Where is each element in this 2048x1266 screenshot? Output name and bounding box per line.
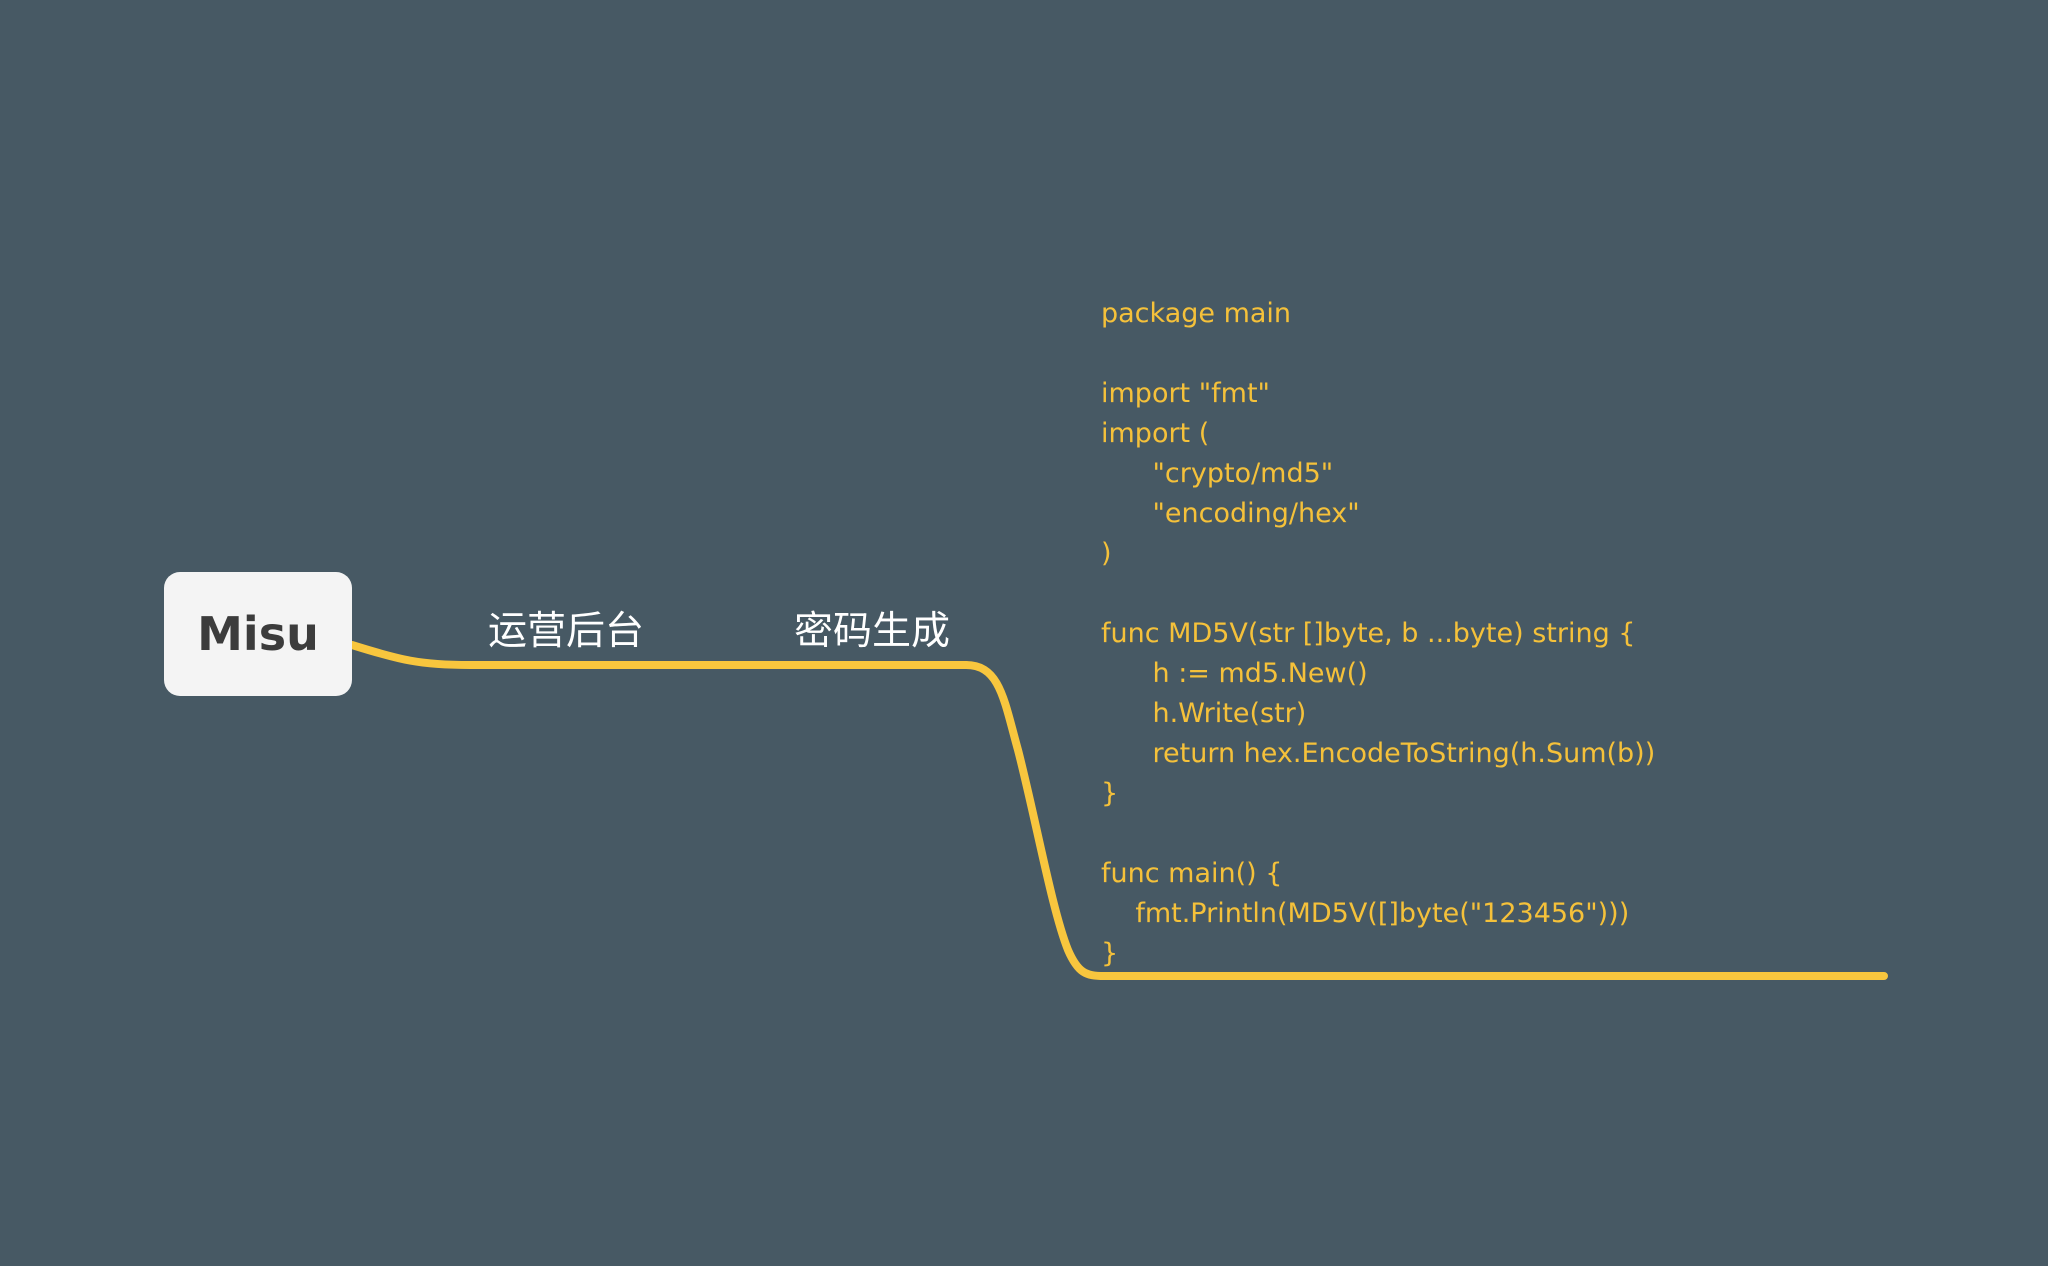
root-node-label: Misu bbox=[197, 607, 319, 661]
code-line: h.Write(str) bbox=[1101, 698, 1307, 729]
code-note: package main import "fmt" import ( "crypt… bbox=[1101, 294, 1655, 974]
root-node[interactable]: Misu bbox=[164, 572, 352, 696]
code-line: import ( bbox=[1101, 418, 1210, 449]
topic-ops-backend[interactable]: 运营后台 bbox=[487, 609, 644, 654]
code-line: fmt.Println(MD5V([]byte("123456"))) bbox=[1101, 898, 1630, 929]
code-line bbox=[1101, 814, 1655, 854]
code-line: func MD5V(str []byte, b ...byte) string … bbox=[1101, 618, 1636, 649]
code-line: } bbox=[1101, 938, 1119, 969]
code-line: import "fmt" bbox=[1101, 378, 1270, 409]
code-line bbox=[1101, 574, 1655, 614]
topic-password-generation[interactable]: 密码生成 bbox=[793, 609, 950, 654]
code-line bbox=[1101, 334, 1655, 374]
code-line: ) bbox=[1101, 538, 1112, 569]
code-line: "crypto/md5" bbox=[1101, 458, 1334, 489]
code-line: "encoding/hex" bbox=[1101, 498, 1360, 529]
code-line: } bbox=[1101, 778, 1119, 809]
code-line: package main bbox=[1101, 298, 1292, 329]
code-line: func main() { bbox=[1101, 858, 1283, 889]
code-line: return hex.EncodeToString(h.Sum(b)) bbox=[1101, 738, 1656, 769]
code-line: h := md5.New() bbox=[1101, 658, 1368, 689]
